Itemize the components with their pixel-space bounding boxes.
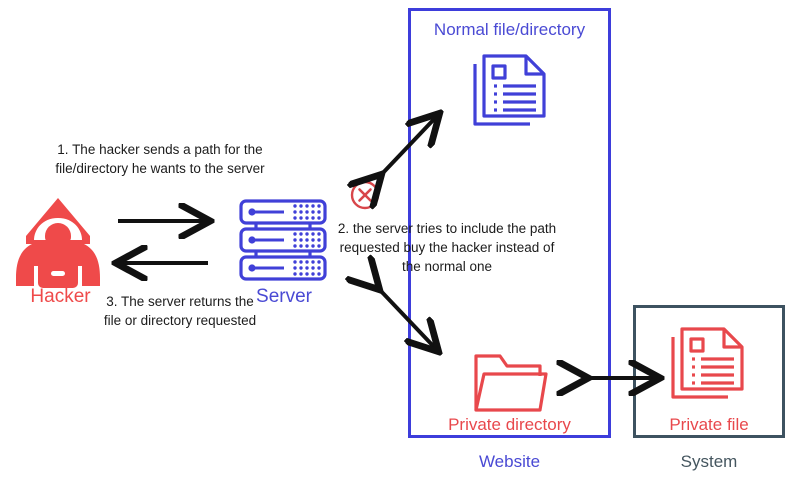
website-container-box [408, 8, 611, 438]
normal-file-label: Normal file/directory [433, 20, 586, 39]
server-label: Server [256, 286, 312, 307]
step-3-text: 3. The server returns the file or direct… [103, 294, 257, 329]
system-caption: System [680, 452, 738, 471]
private-directory-label: Private directory [448, 415, 571, 434]
server-rack-icon [239, 199, 327, 281]
hacker-label: Hacker [30, 286, 91, 307]
circle-x-blocked-icon [350, 180, 380, 210]
private-file-label: Private file [669, 415, 749, 434]
website-caption: Website [478, 452, 541, 471]
hacker-hooded-figure-icon [16, 198, 100, 288]
documents-stack-icon [671, 327, 744, 399]
step-2-text: 2. the server tries to include the path … [337, 221, 557, 275]
step-1-text: 1. The hacker sends a path for the file/… [55, 142, 265, 177]
folder-open-icon [474, 354, 548, 412]
documents-stack-icon [473, 54, 546, 126]
